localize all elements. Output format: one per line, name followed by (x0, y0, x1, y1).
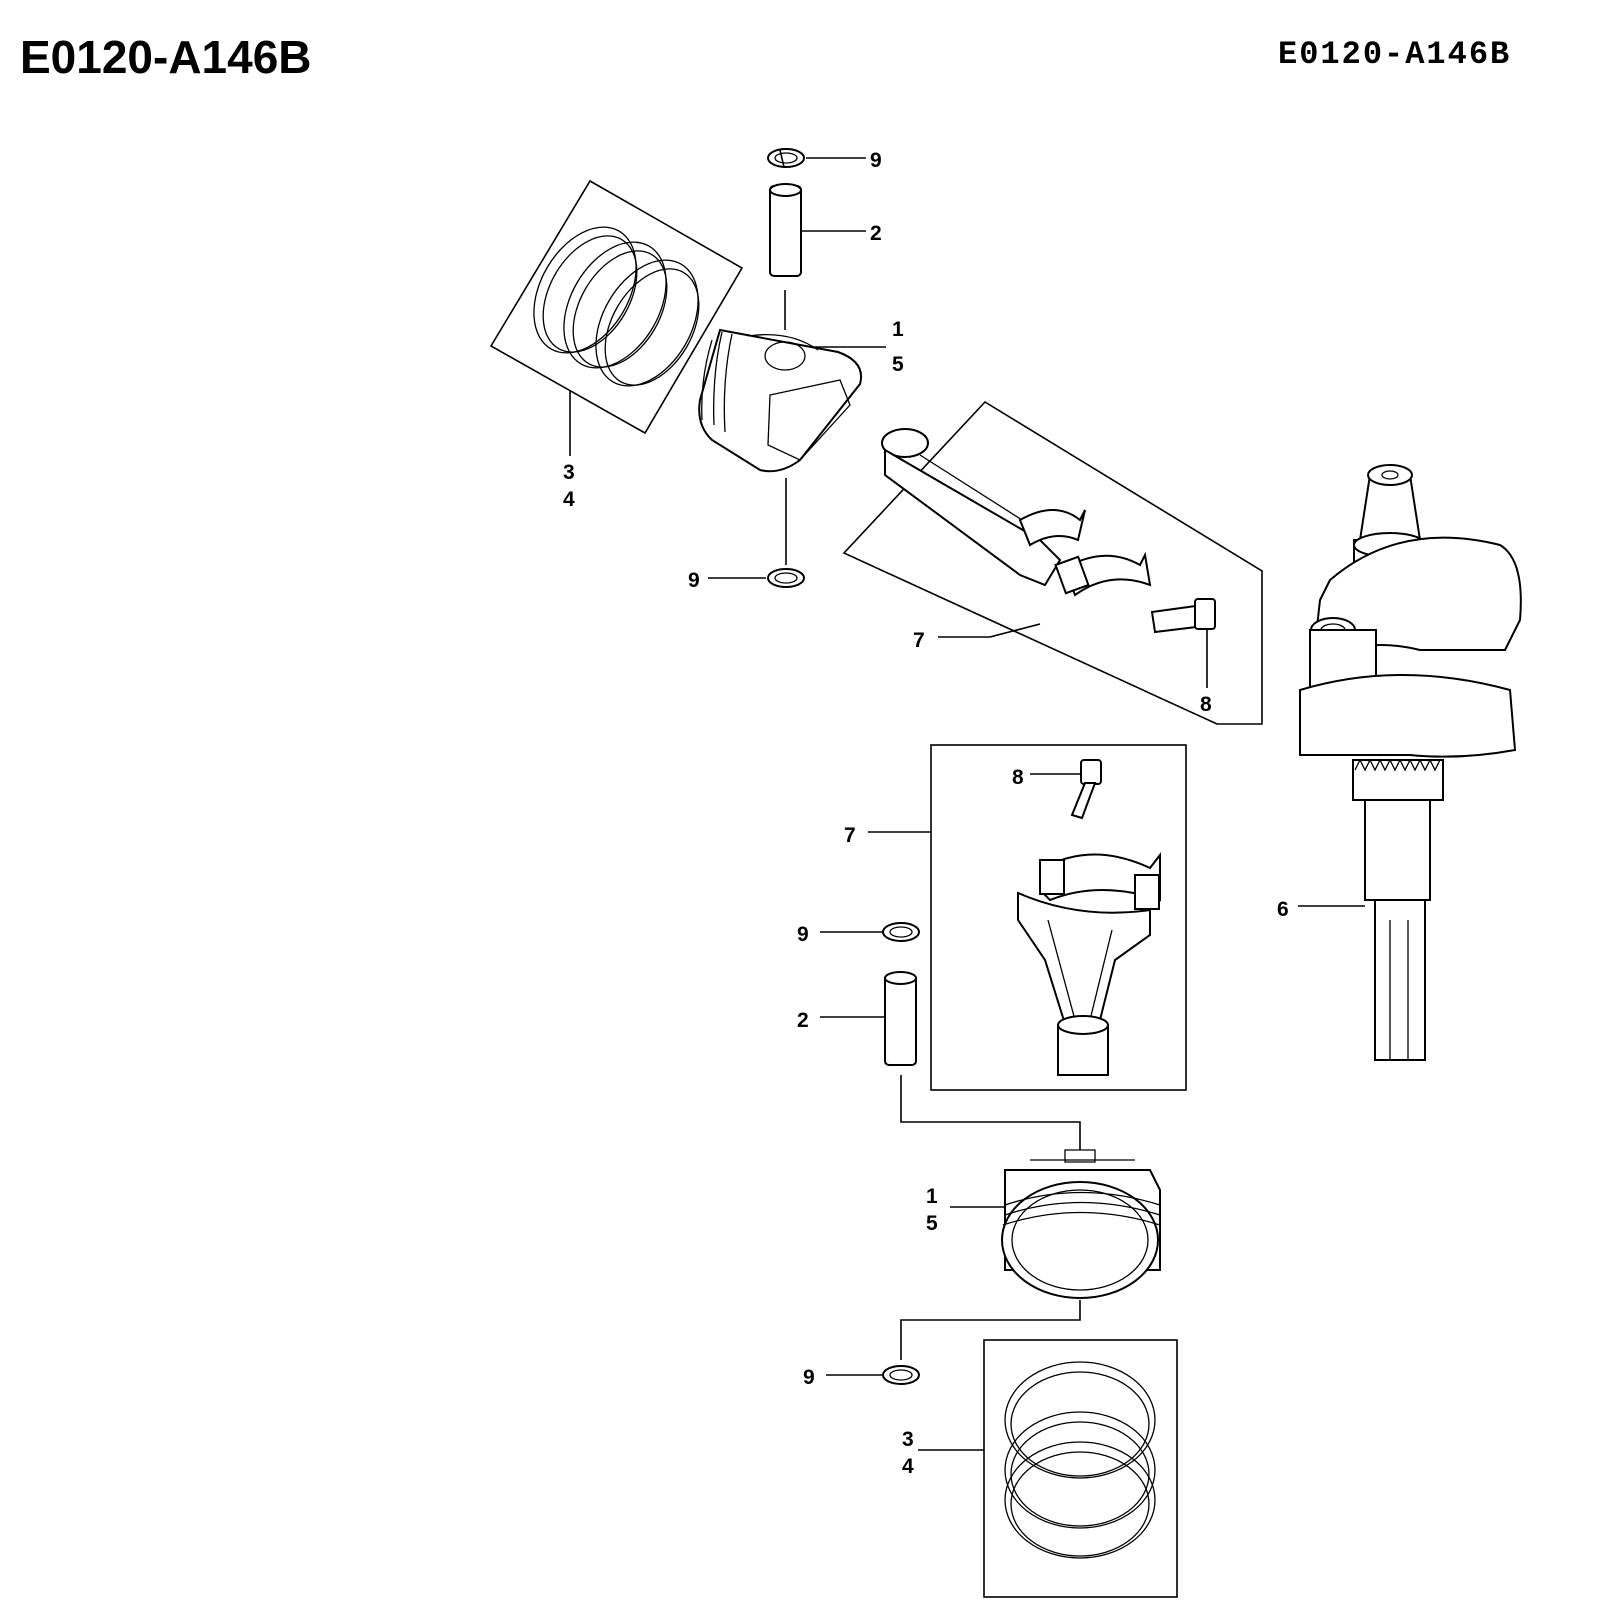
circlip-icon[interactable] (882, 922, 920, 942)
callout-7-top: 7 (913, 629, 925, 652)
callout-2-low: 2 (797, 1009, 809, 1032)
callout-4-left: 4 (563, 488, 575, 511)
callout-3-bottom: 3 (902, 1428, 914, 1451)
callout-9-low: 9 (797, 923, 809, 946)
callout-4-bottom: 4 (902, 1455, 914, 1478)
connecting-rod-icon[interactable] (842, 400, 1263, 725)
circlip-icon[interactable] (882, 1365, 920, 1385)
piston-icon[interactable] (698, 328, 862, 473)
circlip-icon[interactable] (767, 148, 805, 168)
page-title-left: E0120-A146B (20, 31, 312, 83)
connecting-rod-icon[interactable] (1017, 852, 1161, 1076)
rod-bolt-icon[interactable] (1150, 598, 1216, 634)
callout-1-low: 1 (926, 1185, 938, 1208)
piston-icon[interactable] (1001, 1149, 1161, 1299)
piston-ring-set-icon[interactable] (1004, 1361, 1156, 1559)
callout-5-top: 5 (892, 353, 904, 376)
callout-7-box: 7 (844, 824, 856, 847)
callout-9-bottom: 9 (803, 1366, 815, 1389)
page-title-right: E0120-A146B (1278, 36, 1512, 73)
piston-pin-icon[interactable] (884, 971, 917, 1066)
crankshaft-icon[interactable] (1299, 464, 1522, 1061)
piston-pin-icon[interactable] (769, 183, 802, 277)
piston-ring-set-icon[interactable] (489, 179, 744, 435)
callout-9-mid: 9 (688, 569, 700, 592)
callout-8-box: 8 (1012, 766, 1024, 789)
circlip-icon[interactable] (767, 568, 805, 588)
piston-ring-box (983, 1339, 1178, 1598)
connecting-rod-box (930, 744, 1187, 1091)
callout-5-low: 5 (926, 1212, 938, 1235)
rod-bolt-icon[interactable] (1070, 759, 1102, 820)
callout-3-left: 3 (563, 461, 575, 484)
callout-8-top: 8 (1200, 693, 1212, 716)
callout-1-top: 1 (892, 318, 904, 341)
callout-6: 6 (1277, 898, 1289, 921)
callout-2-top: 2 (870, 222, 882, 245)
callout-9-top: 9 (870, 149, 882, 172)
